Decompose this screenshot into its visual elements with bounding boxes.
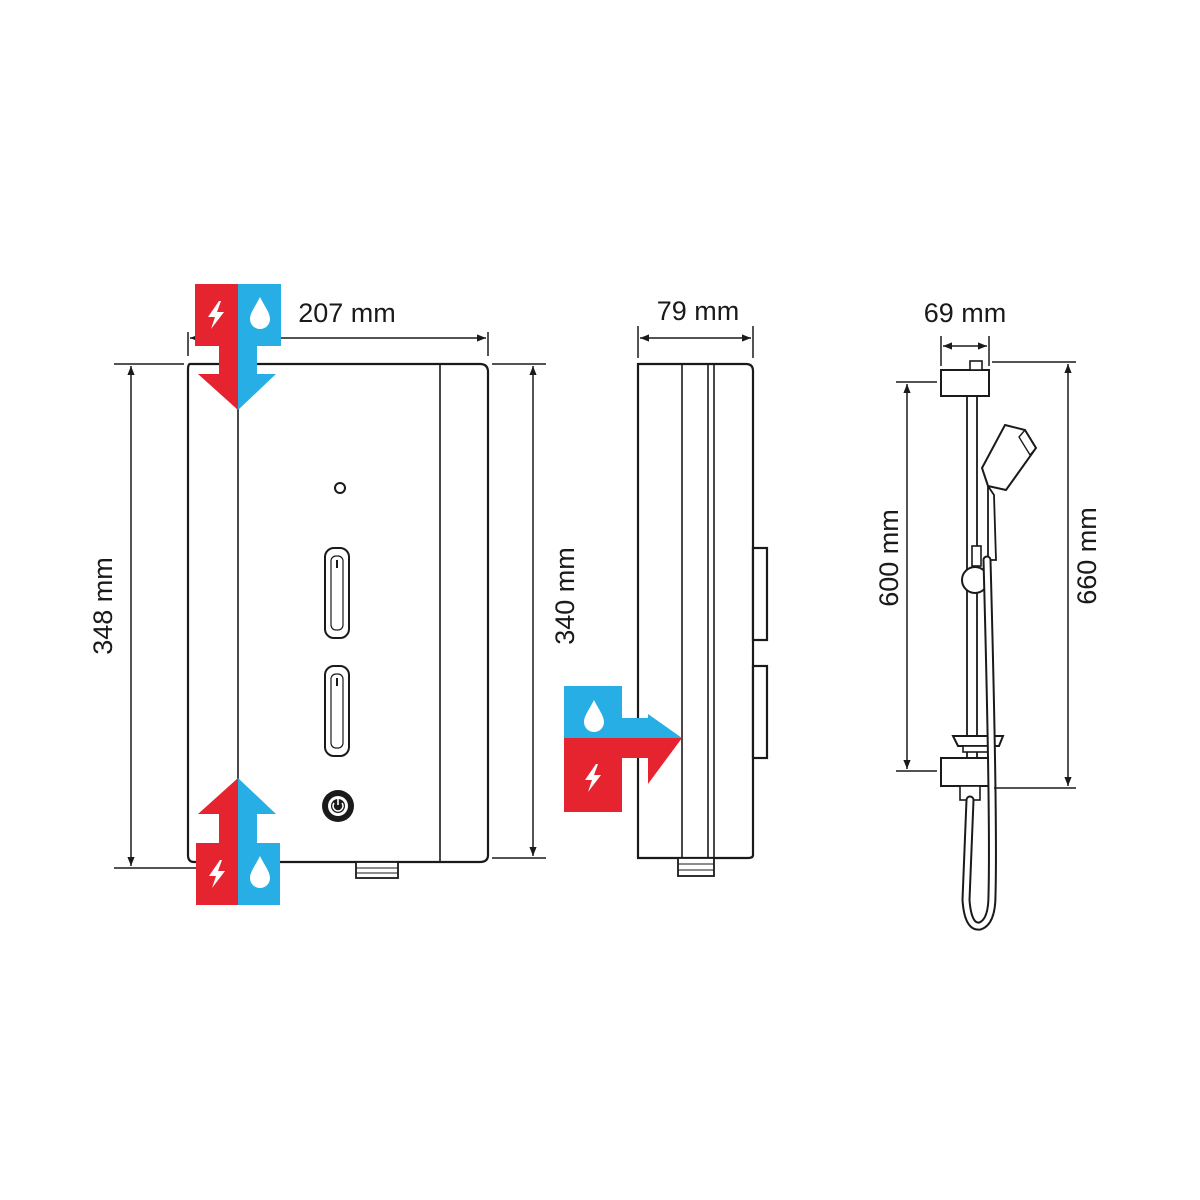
power-button-icon bbox=[322, 790, 354, 822]
front-outlet-fitting bbox=[355, 861, 399, 879]
side-entry-arrow-icon bbox=[564, 686, 682, 812]
bottom-wall-bracket bbox=[940, 757, 990, 801]
cover-height-dimension: 340 mm bbox=[492, 363, 580, 859]
top-entry-arrow-icon bbox=[195, 284, 281, 410]
depth-dimension: 79 mm bbox=[637, 296, 754, 358]
rail-fixing-height-dimension-label: 600 mm bbox=[874, 509, 904, 607]
side-casing bbox=[636, 362, 755, 860]
riser-rail-view: 69 mm 600 mm 660 mm bbox=[874, 298, 1102, 931]
rail-overall-height-dimension-label: 660 mm bbox=[1072, 507, 1102, 605]
power-control-dial bbox=[324, 665, 350, 757]
height-dimension-label: 348 mm bbox=[88, 557, 118, 655]
side-power-dial bbox=[751, 664, 769, 760]
temperature-control-dial bbox=[324, 547, 350, 639]
indicator-light-icon bbox=[334, 482, 346, 494]
shower-head-icon bbox=[980, 423, 1038, 561]
cover-height-dimension-label: 340 mm bbox=[550, 547, 580, 645]
width-dimension: 207 mm bbox=[187, 298, 489, 356]
bottom-entry-arrow-icon bbox=[196, 778, 280, 905]
rail-width-dimension: 69 mm bbox=[924, 298, 1007, 366]
width-dimension-label: 207 mm bbox=[298, 298, 396, 328]
rail-width-dimension-label: 69 mm bbox=[924, 298, 1007, 328]
top-wall-bracket bbox=[940, 360, 990, 397]
side-outlet-fitting bbox=[677, 857, 715, 877]
side-temperature-dial bbox=[751, 546, 769, 642]
shower-hose bbox=[961, 555, 997, 931]
rail-fixing-height-dimension: 600 mm bbox=[874, 381, 937, 772]
depth-dimension-label: 79 mm bbox=[657, 296, 740, 326]
front-view: 207 mm 348 mm 340 mm bbox=[88, 284, 580, 905]
rail-overall-height-dimension: 660 mm bbox=[992, 361, 1102, 789]
handset-slider bbox=[961, 545, 989, 594]
height-dimension: 348 mm bbox=[88, 363, 196, 869]
side-view: 79 mm bbox=[564, 296, 769, 877]
